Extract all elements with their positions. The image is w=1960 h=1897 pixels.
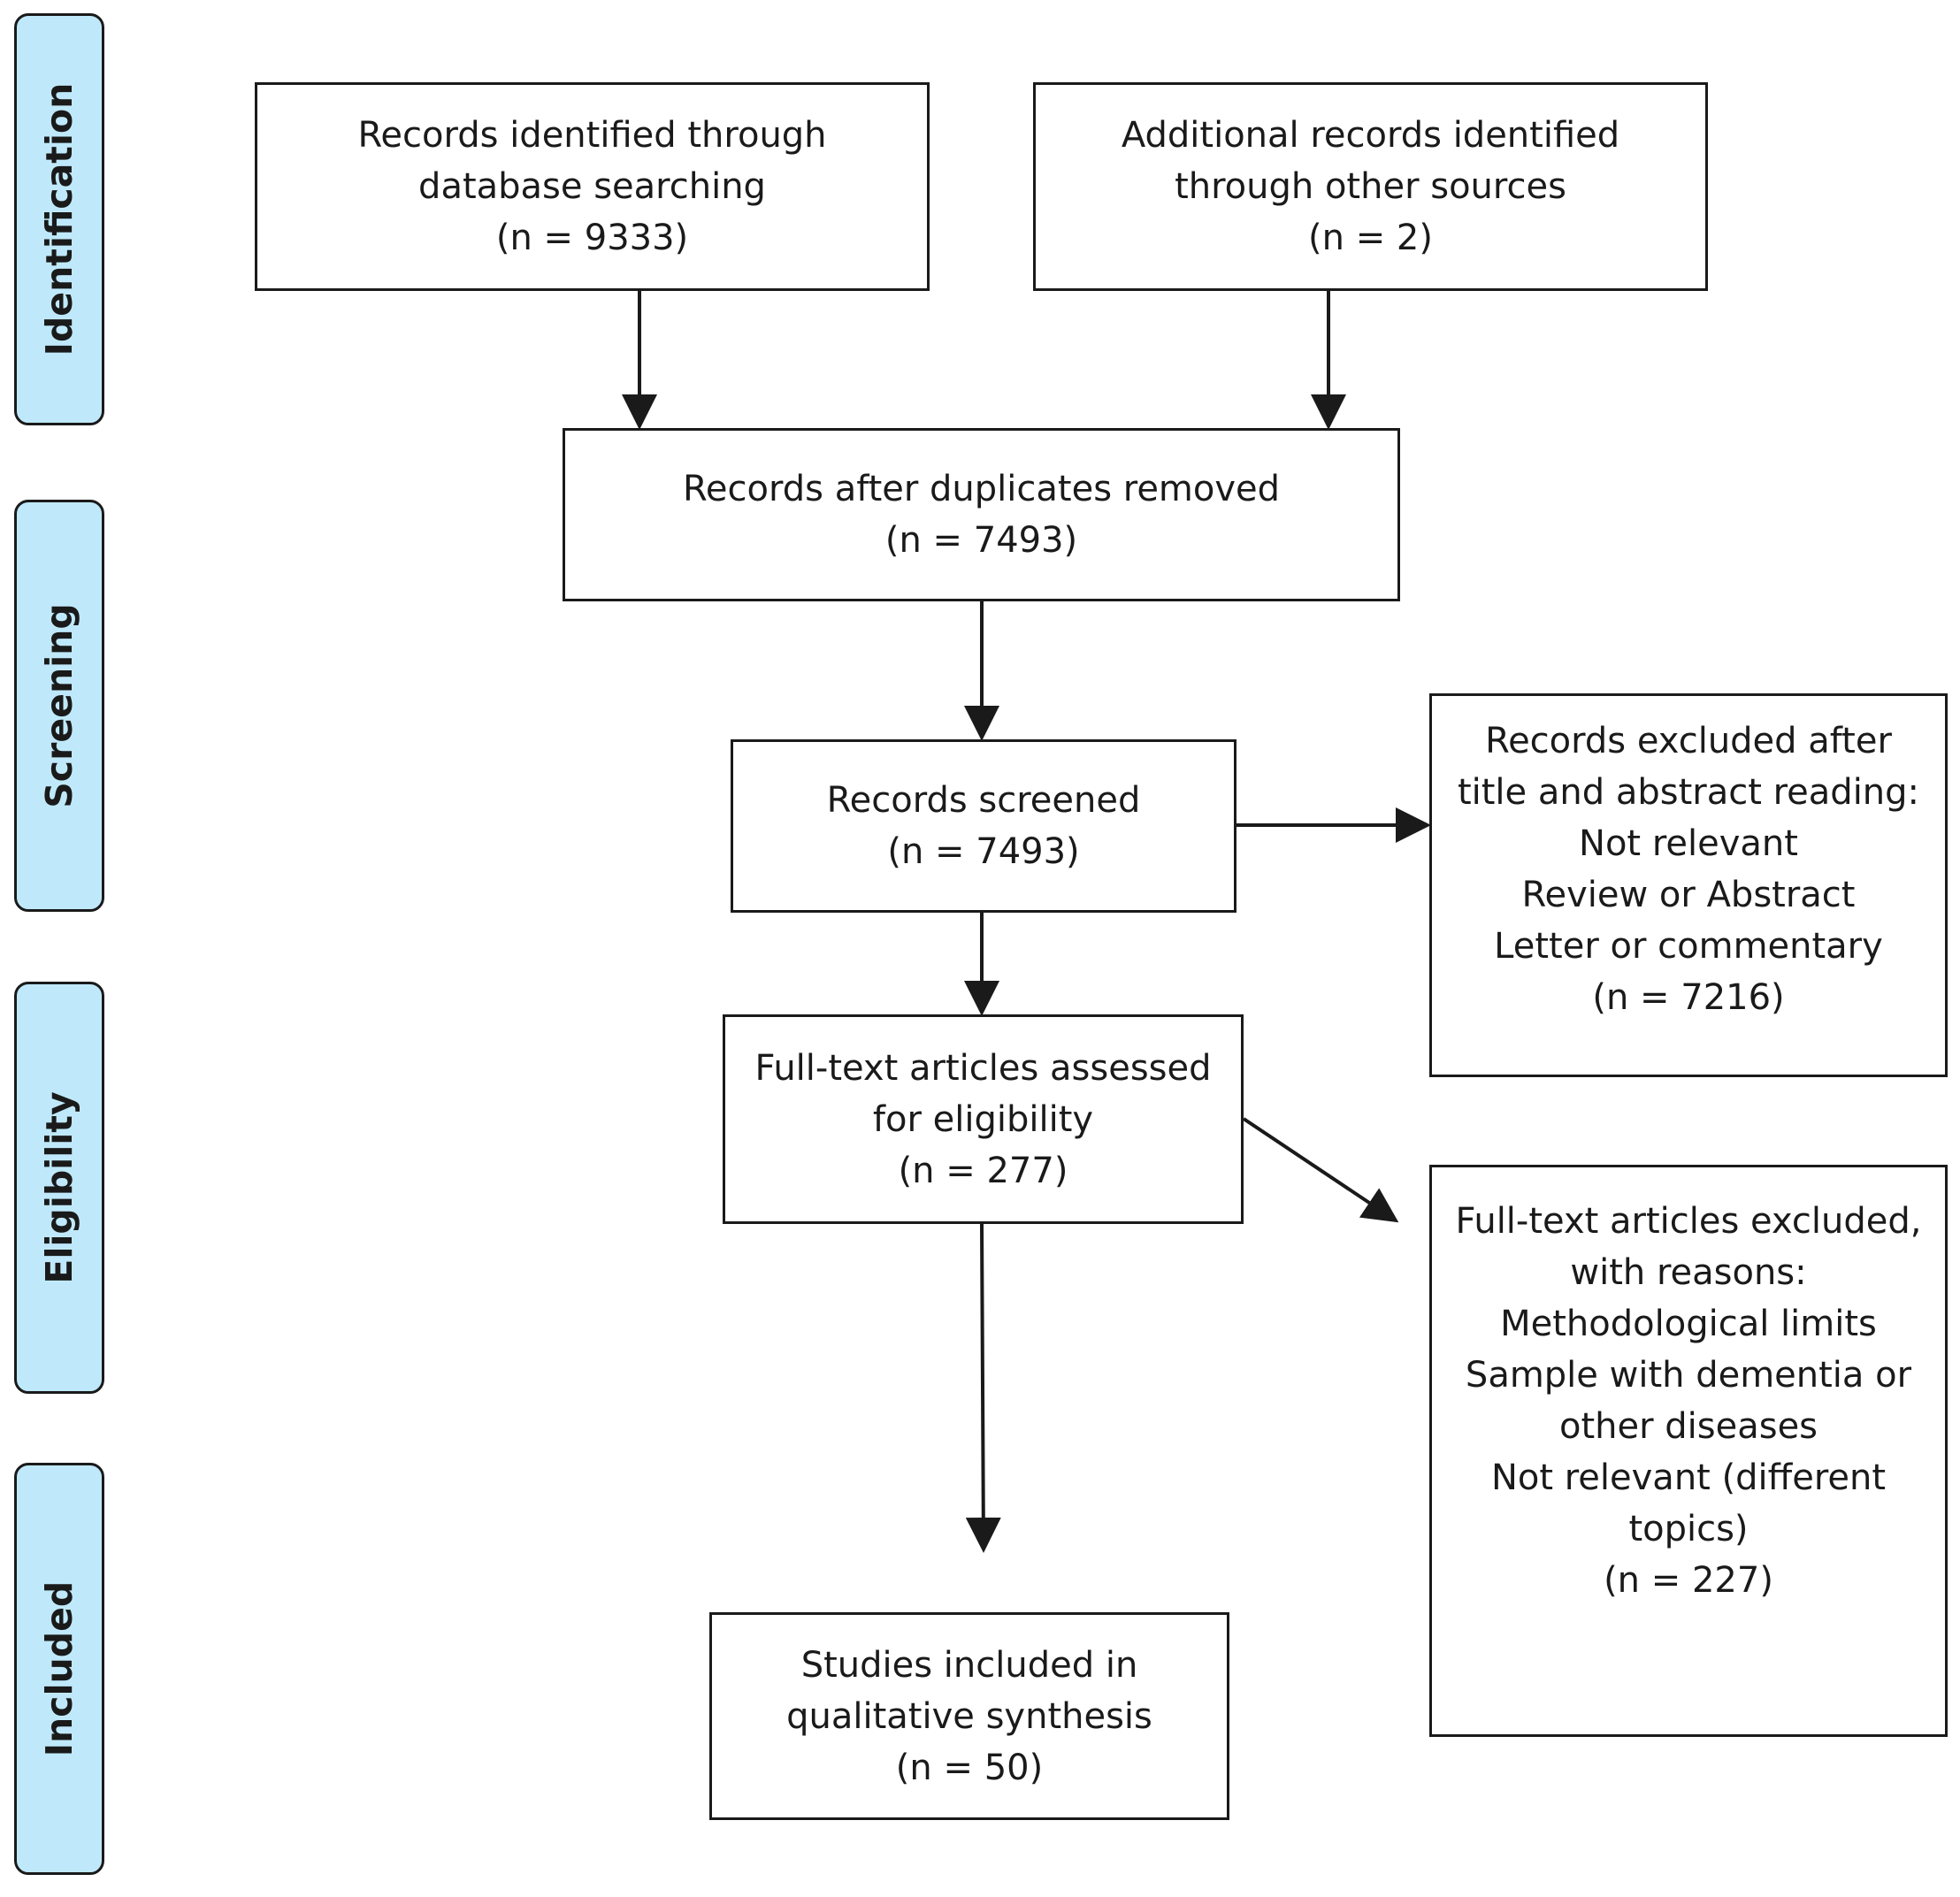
full-text-excluded-box: Full-text articles excluded, with reason… (1429, 1165, 1948, 1737)
studies-included-line-1: Studies included in (800, 1644, 1138, 1686)
full-text-assessed-line-2: for eligibility (872, 1098, 1094, 1140)
phase-identification: Identification (14, 13, 104, 425)
full-text-assessed-box: Full-text articles assessed for eligibil… (723, 1014, 1244, 1224)
other-sources-line-2: through other sources (1175, 166, 1566, 207)
database-records-box: Records identified through database sear… (255, 82, 930, 291)
full-text-excluded-count: (n = 227) (1604, 1560, 1773, 1601)
full-text-excluded-line-2: with reasons: (1570, 1252, 1807, 1293)
records-screened-box: Records screened (n = 7493) (731, 739, 1236, 913)
full-text-reason-sample-1: Sample with dementia or (1465, 1355, 1912, 1396)
records-screened-count: (n = 7493) (887, 831, 1080, 872)
excluded-title-abstract-box: Records excluded after title and abstrac… (1429, 693, 1948, 1077)
excluded-title-abstract-line-1: Records excluded after (1485, 721, 1892, 761)
studies-included-line-2: qualitative synthesis (786, 1695, 1152, 1737)
full-text-reason-sample-2: other diseases (1558, 1406, 1818, 1447)
full-text-reason-not-relevant-1: Not relevant (different (1490, 1457, 1887, 1498)
phase-eligibility: Eligibility (14, 982, 104, 1394)
arrow-full-text-to-excluded (1242, 1117, 1399, 1223)
phase-included: Included (14, 1463, 104, 1875)
full-text-reason-methodological: Methodological limits (1500, 1304, 1877, 1344)
duplicates-removed-line-1: Records after duplicates removed (682, 469, 1281, 509)
excluded-reason-not-relevant: Not relevant (1579, 823, 1798, 864)
other-sources-line-1: Additional records identified (1121, 115, 1620, 156)
other-sources-count: (n = 2) (1308, 218, 1433, 258)
other-sources-box: Additional records identified through ot… (1033, 82, 1708, 291)
database-records-line-1: Records identified through (357, 115, 827, 156)
duplicates-removed-count: (n = 7493) (884, 520, 1078, 561)
database-records-line-2: database searching (418, 166, 766, 207)
duplicates-removed-box: Records after duplicates removed (n = 74… (563, 428, 1400, 601)
full-text-assessed-count: (n = 277) (898, 1150, 1068, 1191)
excluded-reason-letter: Letter or commentary (1494, 926, 1883, 967)
studies-included-count: (n = 50) (895, 1747, 1044, 1788)
studies-included-box: Studies included in qualitative synthesi… (709, 1612, 1229, 1820)
phase-screening: Screening (14, 500, 104, 912)
excluded-reason-review: Review or Abstract (1521, 875, 1856, 915)
records-screened-line-1: Records screened (826, 780, 1141, 821)
full-text-reason-not-relevant-2: topics) (1628, 1509, 1749, 1549)
excluded-title-abstract-line-2: title and abstract reading: (1457, 772, 1920, 813)
arrow-full-text-to-included (965, 1223, 1001, 1553)
full-text-assessed-line-1: Full-text articles assessed (754, 1047, 1212, 1089)
database-records-count: (n = 9333) (495, 218, 689, 258)
full-text-excluded-line-1: Full-text articles excluded, (1455, 1201, 1922, 1242)
excluded-title-abstract-count: (n = 7216) (1592, 977, 1785, 1018)
